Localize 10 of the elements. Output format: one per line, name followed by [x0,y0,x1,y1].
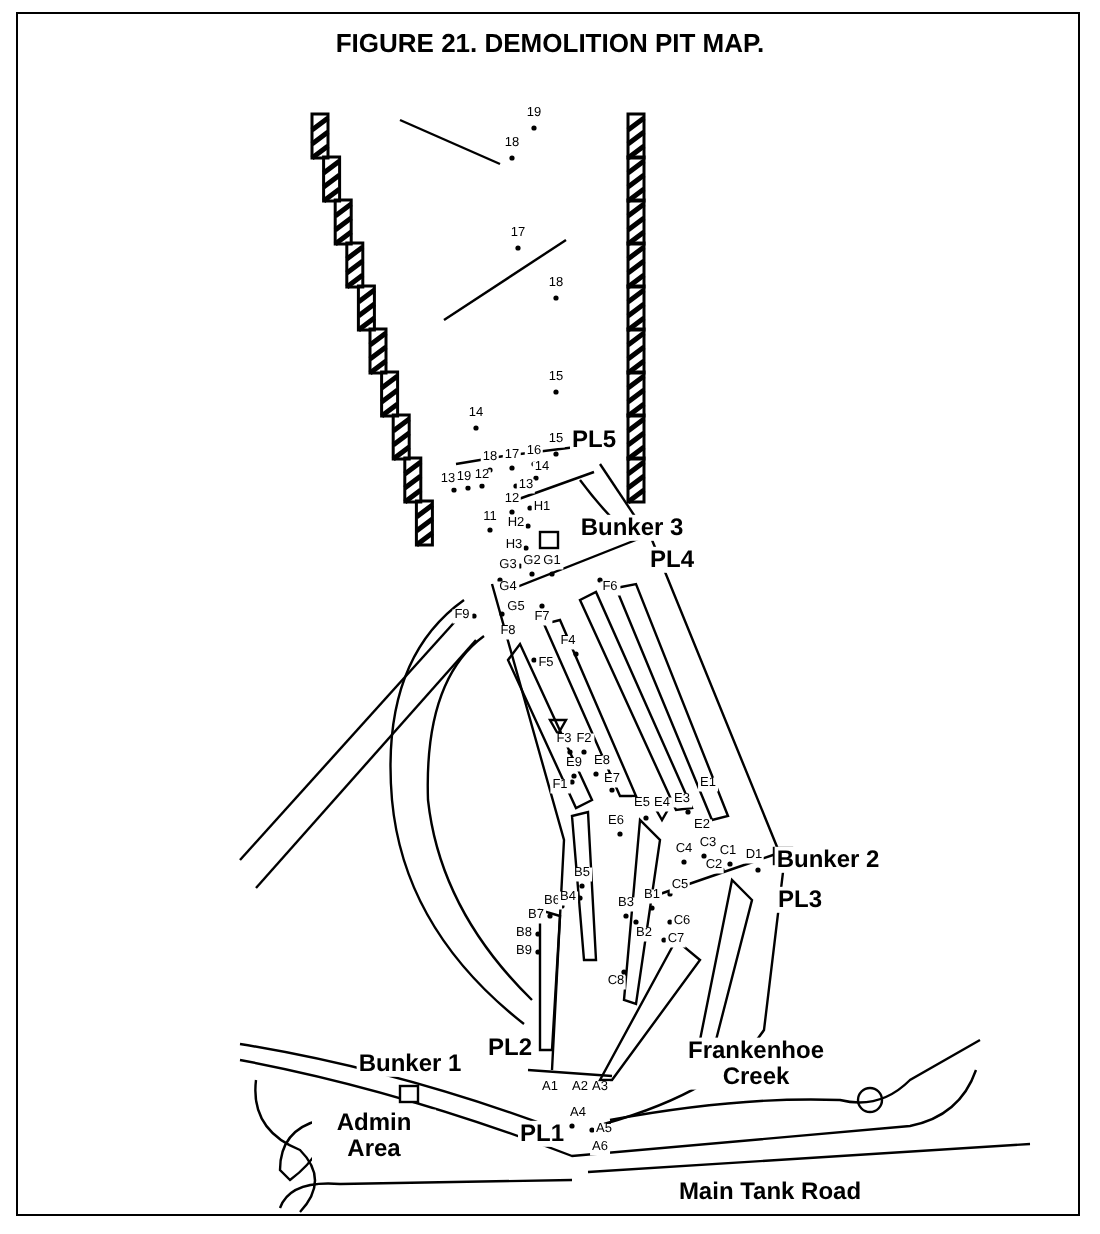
area-label: Bunker 1 [356,1050,464,1078]
area-label: PL4 [648,546,696,574]
area-label: PL5 [570,426,618,454]
area-label: Admin Area [312,1109,436,1163]
area-label: Bunker 3 [578,514,686,542]
figure-title: FIGURE 21. DEMOLITION PIT MAP. [333,28,767,58]
area-label: PL3 [776,886,824,914]
area-label: Main Tank Road [676,1178,864,1206]
area-label: Bunker 2 [774,846,882,874]
area-label: PL1 [518,1120,566,1148]
